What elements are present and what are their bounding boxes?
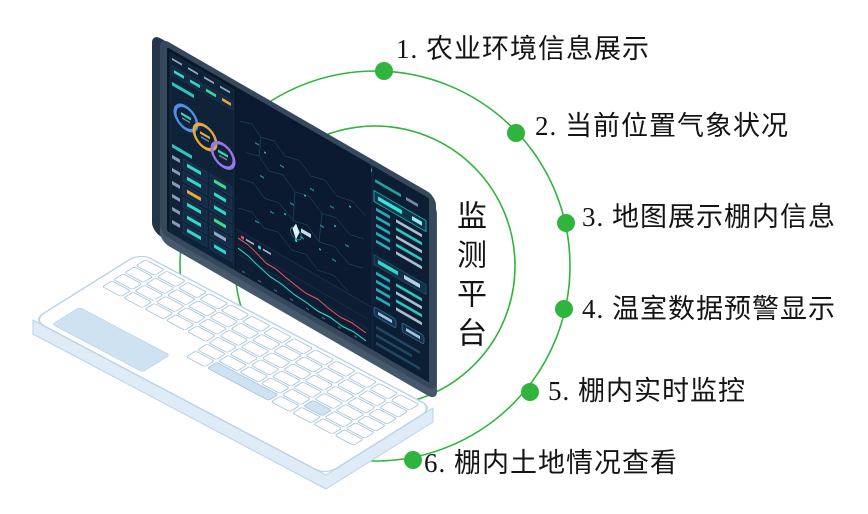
- sidebar-value-rows: [172, 154, 233, 262]
- feature-label-5: 5. 棚内实时监控: [548, 376, 746, 406]
- feature-label-2: 2. 当前位置气象状况: [535, 111, 789, 141]
- dashboard-right-panel: [371, 165, 429, 383]
- laptop-screen: [152, 37, 437, 398]
- laptop-base-side: [32, 319, 434, 490]
- feature-label-1: 1. 农业环境信息展示: [396, 34, 650, 64]
- feature-label-3: 3. 地图展示棚内信息: [582, 202, 836, 232]
- map-place-labels: [255, 141, 349, 263]
- chart-line-teal: [237, 247, 367, 342]
- feature-dot-2: [507, 124, 525, 142]
- stat-chips: [171, 57, 234, 111]
- feature-dot-4: [555, 300, 573, 318]
- sidebar-section-header2: [172, 143, 192, 159]
- feature-dot-3: [557, 214, 575, 232]
- chart-ticks: [242, 270, 357, 339]
- map-borders: [237, 120, 366, 292]
- right-panel-header: [373, 189, 427, 233]
- dashboard-map: [236, 86, 371, 307]
- right-panel-rows: [376, 207, 422, 270]
- dashboard-left-panel: [169, 52, 236, 271]
- feature-label-6: 6. 棚内土地情况查看: [424, 448, 678, 478]
- map-marker: [290, 223, 311, 242]
- feature-dots: [375, 62, 575, 469]
- feature-dot-5: [521, 383, 539, 401]
- feature-dot-6: [404, 451, 422, 469]
- platform-title: 监测平台: [452, 200, 485, 356]
- chart-line-red: [237, 237, 367, 334]
- laptop-illustration: [32, 37, 437, 490]
- gauge-rings: [173, 103, 236, 170]
- trackpad: [53, 307, 169, 372]
- dashboard-chart: [236, 228, 371, 349]
- gauge-ring-purple: [210, 140, 236, 170]
- right-panel-section2: [373, 254, 427, 326]
- laptop-base: [38, 255, 428, 473]
- right-panel-footer: [376, 325, 420, 371]
- feature-dot-1: [375, 62, 393, 80]
- chart-legend: [241, 235, 271, 256]
- right-panel-buttons: [373, 306, 425, 344]
- feature-label-4: 4. 温室数据预警显示: [582, 294, 836, 324]
- keyboard-keys: [102, 260, 419, 446]
- sidebar-section-header: [172, 81, 194, 99]
